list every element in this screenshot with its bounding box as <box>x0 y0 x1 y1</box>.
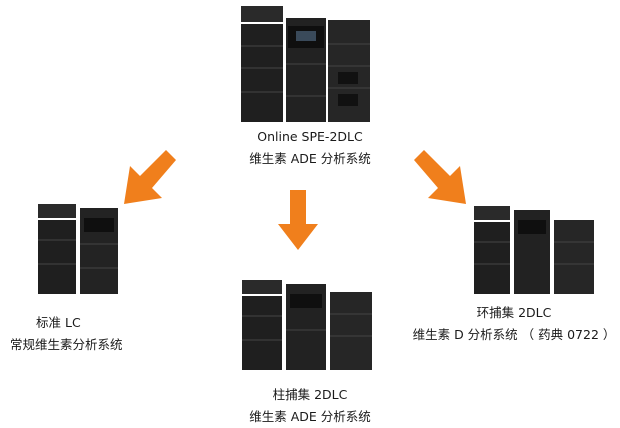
arrow-to-right-icon <box>414 150 466 204</box>
instrument-left <box>38 204 118 294</box>
instrument-bottom <box>242 280 372 370</box>
center-node-line1: Online SPE-2DLC <box>257 129 363 144</box>
bottom-node-line2: 维生素 ADE 分析系统 <box>249 409 371 424</box>
instrument-center <box>241 6 370 122</box>
center-node-label: Online SPE-2DLC 维生素 ADE 分析系统 <box>210 126 410 170</box>
center-node-line2: 维生素 ADE 分析系统 <box>249 151 371 166</box>
right-node-line2: 维生素 D 分析系统 （ 药典 0722 ） <box>412 327 616 342</box>
left-node-label: 标准 LC 常规维生素分析系统 <box>10 312 180 356</box>
bottom-node-line1: 柱捕集 2DLC <box>272 387 348 402</box>
instrument-right <box>474 206 594 294</box>
left-node-line1: 标准 LC <box>36 315 81 330</box>
arrow-to-bottom-icon <box>278 190 318 250</box>
right-node-line1: 环捕集 2DLC <box>476 305 552 320</box>
bottom-node-label: 柱捕集 2DLC 维生素 ADE 分析系统 <box>210 384 410 428</box>
right-node-label: 环捕集 2DLC 维生素 D 分析系统 （ 药典 0722 ） <box>408 302 620 346</box>
left-node-line2: 常规维生素分析系统 <box>10 337 123 352</box>
arrow-to-left-icon <box>124 150 176 204</box>
